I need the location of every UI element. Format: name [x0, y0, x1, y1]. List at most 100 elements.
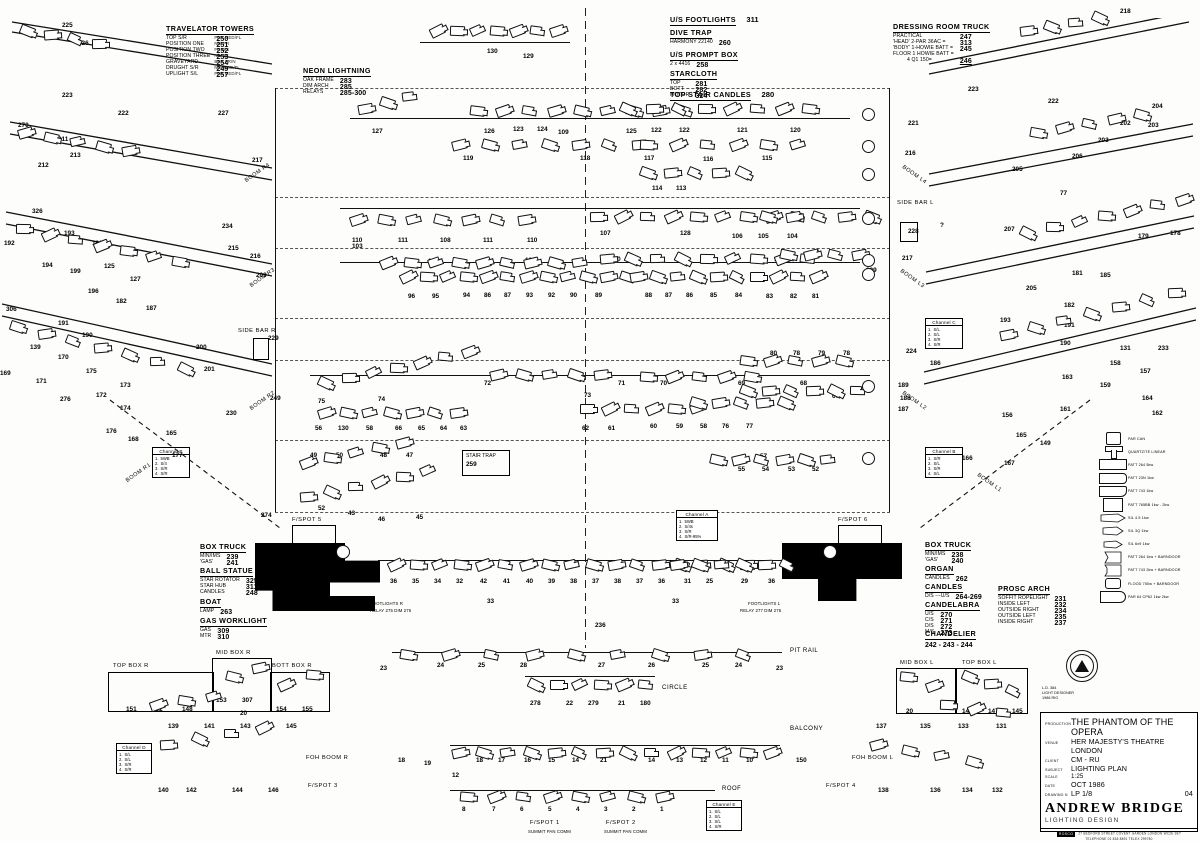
lantern-symbol — [697, 103, 714, 115]
lantern-symbol — [595, 747, 612, 759]
label-fspot-2: F/SPOT 2 — [606, 820, 636, 826]
channel-number: 62 — [582, 425, 590, 432]
channel-row: 1.S/L — [709, 809, 721, 814]
lantern-symbol — [759, 138, 776, 152]
channel-number: 143 — [240, 723, 251, 730]
channel-number: 12 — [452, 772, 460, 779]
lantern-symbol — [734, 165, 753, 181]
channel-number: 217 — [902, 255, 913, 262]
channel-number: 129 — [523, 53, 534, 60]
channel-row: 2.S/L — [709, 814, 721, 819]
channel-number: 279 — [588, 700, 599, 707]
boom-rail-r3 — [8, 118, 276, 188]
label-fspot-3: F/SPOT 3 — [308, 783, 338, 789]
channel-number: 11 — [722, 757, 729, 764]
channel-number: 82 — [790, 293, 798, 300]
channel-number: 66 — [395, 425, 403, 432]
lantern-symbol — [849, 385, 863, 395]
label-fspot-5: F/SPOT 5 — [292, 517, 322, 523]
channel-number: 36 — [390, 578, 398, 585]
lantern-symbol — [323, 452, 340, 464]
lantern-symbol — [1149, 199, 1163, 210]
channel-number: 236 — [595, 622, 606, 629]
lantern-symbol — [599, 253, 616, 265]
channel-number: 135 — [920, 723, 931, 730]
guide-line-7 — [275, 512, 890, 513]
lantern-symbol — [566, 367, 585, 383]
channel-number: 187 — [898, 406, 909, 413]
patt-765-icon — [1098, 497, 1128, 512]
lantern-symbol — [728, 137, 747, 153]
channel-number: 124 — [537, 126, 548, 133]
lantern-symbol — [743, 370, 760, 384]
legend-title: GAS WORKLIGHT — [200, 616, 268, 627]
channel-number: 144 — [232, 787, 243, 794]
channel-row: 1.S/L — [119, 752, 131, 757]
channel-row: 2.S/L — [119, 757, 131, 762]
lantern-symbol — [489, 25, 506, 37]
fspot-5-circle — [336, 545, 350, 559]
channel-number: 136 — [930, 787, 941, 794]
channel-box-title: Channel A — [677, 511, 717, 518]
channel-number: 104 — [787, 233, 798, 240]
lantern-symbol — [637, 679, 651, 690]
sil-3q-icon — [1098, 526, 1128, 536]
guide-line-2 — [275, 197, 890, 198]
channel-number: 87 — [504, 292, 512, 299]
electric-bar-top — [420, 42, 570, 43]
lantern-symbol — [546, 256, 565, 270]
channel-number: 29 — [741, 578, 749, 585]
lantern-symbol — [739, 355, 756, 367]
channel-number: 173 — [120, 382, 131, 389]
channel-box-title: Channel B — [926, 448, 962, 455]
channel-number: 107 — [600, 230, 611, 237]
channel-number: 131 — [996, 723, 1007, 730]
lantern-symbol — [755, 397, 772, 409]
channel-number: 114 — [652, 185, 663, 192]
lantern-symbol — [648, 269, 667, 285]
lantern-symbol — [399, 648, 416, 662]
lantern-symbol — [346, 446, 362, 459]
lantern-symbol — [580, 404, 598, 414]
lantern-symbol — [776, 395, 795, 411]
channel-number: 221 — [908, 120, 919, 127]
channel-number: 79 — [818, 350, 826, 357]
channel-number: 77 — [1060, 190, 1068, 197]
lantern-symbol — [316, 375, 335, 391]
channel-number: 227 — [218, 110, 229, 117]
stamp-line: L.D. 384 — [1042, 686, 1057, 690]
channel-number: 222 — [1048, 98, 1059, 105]
key-row: SIL 6x9 1kw — [1098, 538, 1198, 551]
channel-number: 25 — [702, 662, 710, 669]
lantern-symbol — [405, 213, 419, 225]
channel-number: 206 — [1072, 153, 1083, 160]
channel-number: 171 — [36, 378, 47, 385]
channel-number: 148 — [182, 706, 193, 713]
footlights-bar — [378, 560, 786, 561]
channel-number: 37 — [592, 578, 600, 585]
channel-number: 87 — [665, 292, 673, 299]
lantern-symbol — [689, 211, 706, 223]
lantern-symbol — [177, 694, 194, 708]
lantern-symbol — [43, 29, 60, 41]
channel-number: 157 — [1140, 368, 1151, 375]
channel-number: 229 — [268, 335, 279, 342]
lantern-symbol — [426, 406, 442, 419]
lantern-symbol — [711, 167, 728, 179]
lantern-symbol — [347, 481, 361, 491]
lantern-symbol — [514, 368, 533, 382]
lantern-symbol — [378, 95, 397, 111]
fspot-2-sub: SUMMIT PAN COMM — [604, 829, 647, 834]
boom-rail-l2 — [922, 210, 1198, 290]
channel-number: 70 — [660, 380, 668, 387]
lantern-symbol — [539, 270, 556, 284]
channel-number: 130 — [487, 48, 498, 55]
boom-rail-l4 — [925, 11, 1193, 78]
